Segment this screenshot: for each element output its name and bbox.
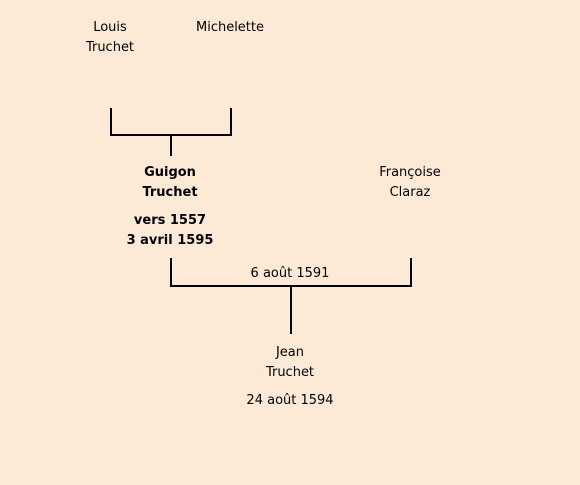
parents-bracket-guigon-francoise xyxy=(170,258,412,334)
parents-bracket-louis-michelette xyxy=(110,108,232,156)
first-name: Jean xyxy=(275,345,305,360)
first-name: Françoise xyxy=(379,165,441,180)
first-name: Michelette xyxy=(195,20,264,35)
death-date: 3 avril 1595 xyxy=(126,233,214,248)
person-francoise-claraz[interactable]: Françoise Claraz xyxy=(360,163,460,203)
first-name: Guigon xyxy=(144,165,196,180)
last-name: Truchet xyxy=(142,185,198,200)
person-louis-truchet[interactable]: Louis Truchet xyxy=(70,18,150,58)
birth-date: vers 1557 xyxy=(133,213,207,228)
person-jean-truchet[interactable]: Jean Truchet xyxy=(240,343,340,383)
person-guigon-truchet[interactable]: Guigon Truchet xyxy=(120,163,220,203)
person-michelette[interactable]: Michelette xyxy=(180,18,280,38)
birth-date: 24 août 1594 xyxy=(246,393,334,408)
last-name: Truchet xyxy=(85,40,135,55)
guigon-dates: vers 1557 3 avril 1595 xyxy=(110,211,230,251)
marriage-date: 6 août 1591 xyxy=(250,266,330,281)
jean-dates: 24 août 1594 xyxy=(220,391,360,411)
last-name: Truchet xyxy=(265,365,315,380)
last-name: Claraz xyxy=(389,185,431,200)
first-name: Louis xyxy=(93,20,127,35)
